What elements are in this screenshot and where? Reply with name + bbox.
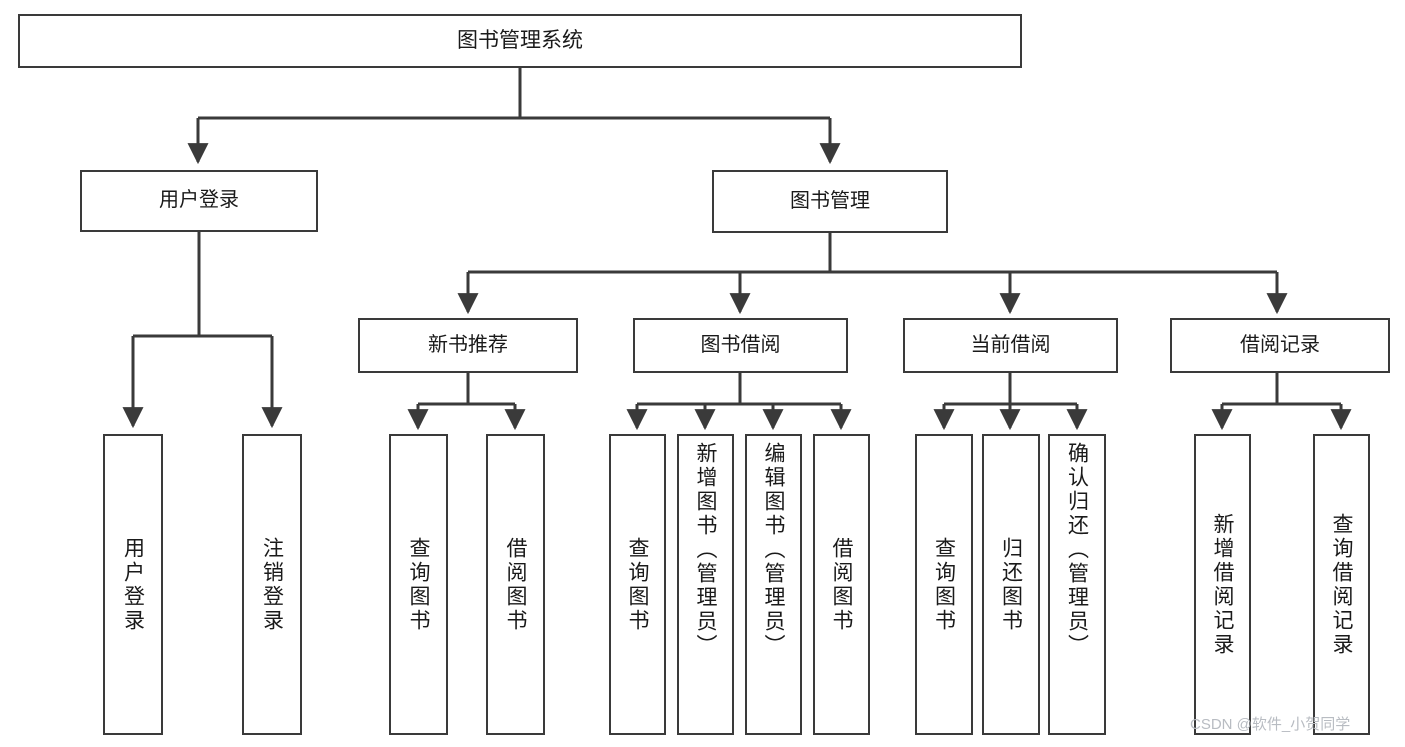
node-label: 图书管理 bbox=[790, 189, 870, 212]
leaf-borrow-record-query-record[interactable]: 查询借阅记录 bbox=[1313, 434, 1370, 735]
node-label: 查询图书 bbox=[626, 536, 649, 633]
leaf-new-book-borrow-book[interactable]: 借阅图书 bbox=[486, 434, 545, 735]
node-label: 新增借阅记录 bbox=[1211, 512, 1234, 657]
leaf-current-borrow-query-book[interactable]: 查询图书 bbox=[915, 434, 973, 735]
node-label: 注销登录 bbox=[260, 536, 284, 633]
leaf-book-borrow-borrow-book[interactable]: 借阅图书 bbox=[813, 434, 870, 735]
leaf-book-borrow-edit-book-admin[interactable]: 编辑图书（管理员） bbox=[745, 434, 802, 735]
leaf-new-book-query-book[interactable]: 查询图书 bbox=[389, 434, 448, 735]
node-label: 确认归还（管理员） bbox=[1065, 442, 1089, 658]
node-label: 用户登录 bbox=[159, 189, 239, 212]
node-label: 图书管理系统 bbox=[457, 28, 583, 52]
node-borrow-record[interactable]: 借阅记录 bbox=[1170, 318, 1390, 373]
node-label: 借阅图书 bbox=[504, 536, 527, 633]
leaf-borrow-record-add-record[interactable]: 新增借阅记录 bbox=[1194, 434, 1251, 735]
leaf-user-login-login[interactable]: 用户登录 bbox=[103, 434, 163, 735]
node-book-borrow[interactable]: 图书借阅 bbox=[633, 318, 848, 373]
node-book-management[interactable]: 图书管理 bbox=[712, 170, 948, 233]
leaf-user-login-logout[interactable]: 注销登录 bbox=[242, 434, 302, 735]
leaf-current-borrow-return-book[interactable]: 归还图书 bbox=[982, 434, 1040, 735]
node-new-book-recommend[interactable]: 新书推荐 bbox=[358, 318, 578, 373]
node-label: 查询图书 bbox=[932, 536, 956, 633]
node-label: 查询图书 bbox=[407, 536, 430, 633]
node-label: 当前借阅 bbox=[970, 333, 1051, 356]
node-label: 图书借阅 bbox=[700, 333, 781, 356]
node-label: 借阅记录 bbox=[1240, 333, 1320, 356]
leaf-current-borrow-confirm-return-admin[interactable]: 确认归还（管理员） bbox=[1048, 434, 1106, 735]
node-label: 查询借阅记录 bbox=[1330, 512, 1353, 657]
node-root-book-management-system[interactable]: 图书管理系统 bbox=[18, 14, 1022, 68]
node-label: 新增图书（管理员） bbox=[694, 442, 717, 658]
node-label: 借阅图书 bbox=[830, 536, 853, 633]
leaf-book-borrow-add-book-admin[interactable]: 新增图书（管理员） bbox=[677, 434, 734, 735]
node-label: 新书推荐 bbox=[428, 333, 508, 356]
leaf-book-borrow-query-book[interactable]: 查询图书 bbox=[609, 434, 666, 735]
node-label: 归还图书 bbox=[999, 536, 1023, 633]
node-label: 编辑图书（管理员） bbox=[762, 442, 785, 658]
node-label: 用户登录 bbox=[121, 536, 145, 633]
node-current-borrow[interactable]: 当前借阅 bbox=[903, 318, 1118, 373]
node-user-login[interactable]: 用户登录 bbox=[80, 170, 318, 232]
csdn-watermark: CSDN @软件_小贺同学 bbox=[1190, 716, 1351, 733]
